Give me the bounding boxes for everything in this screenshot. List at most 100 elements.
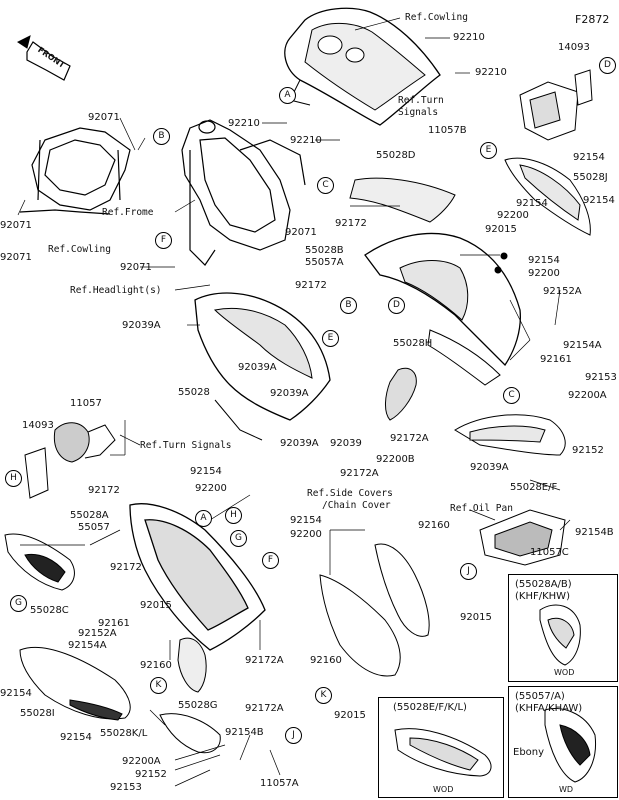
callout-letter: E	[322, 330, 339, 347]
variant-color: WD	[559, 785, 574, 794]
callout-letter: E	[480, 142, 497, 159]
callout-letter: G	[230, 530, 247, 547]
label-part: 55028B	[305, 245, 344, 256]
label-part: 92172	[295, 280, 327, 291]
oil-pan-ref	[479, 509, 566, 566]
label-part: 55057	[78, 522, 110, 533]
callout-letter: H	[5, 470, 22, 487]
variant-color: WOD	[554, 668, 575, 677]
callout-letter: J	[460, 563, 477, 580]
label-part: 92160	[310, 655, 342, 666]
label-part: 55028A	[70, 510, 109, 521]
label-part: 92154	[60, 732, 92, 743]
label-part: 92161	[540, 354, 572, 365]
label-part: 92154	[573, 152, 605, 163]
cowl-strip-55028d	[349, 177, 456, 223]
lower-side-cowl-55028a	[129, 503, 266, 651]
label-part: 92172	[110, 562, 142, 573]
label-part: 92154	[583, 195, 615, 206]
label-part: 92039A	[280, 438, 319, 449]
turn-signal-left	[24, 422, 116, 499]
callout-letter: F	[155, 232, 172, 249]
label-ref-turn-signals-left: Ref.Turn Signals	[140, 440, 232, 451]
label-part: 92152	[572, 445, 604, 456]
turn-signal-bracket-right	[519, 69, 593, 141]
variant-note: Ebony	[513, 747, 545, 758]
label-part: 14093	[22, 420, 54, 431]
label-part: 11057	[70, 398, 102, 409]
label-part: 92210	[290, 135, 322, 146]
label-part: 55028G	[178, 700, 218, 711]
label-part: 92200	[290, 529, 322, 540]
callout-letter: B	[153, 128, 170, 145]
callout-letter: K	[150, 677, 167, 694]
panel-55028kl	[159, 713, 221, 754]
label-part: 92071	[120, 262, 152, 273]
lower-panel-55028ef	[454, 414, 566, 456]
label-part: 92153	[585, 372, 617, 383]
variant-box-efkl: (55028E/F/K/L) WOD	[378, 697, 504, 798]
label-part: 92200A	[568, 390, 607, 401]
label-part: 92154B	[575, 527, 614, 538]
variant-box-kh: (55028A/B) (KHF/KHW) WOD	[508, 574, 618, 682]
label-ref-signals: Signals	[398, 107, 439, 118]
label-ref-oil-pan: Ref.Oil Pan	[450, 503, 513, 514]
label-part: 92154B	[225, 727, 264, 738]
label-part: 92015	[460, 612, 492, 623]
label-part: 92152A	[543, 286, 582, 297]
label-part: 55028E/F	[510, 482, 558, 493]
variant-box-fa: (55057/A) (KHFA/KHAW) Ebony WD	[508, 686, 618, 798]
label-part: 92172A	[340, 468, 379, 479]
label-part: 55028	[178, 387, 210, 398]
label-part: 11057A	[260, 778, 299, 789]
label-part: 92172	[88, 485, 120, 496]
label-part: 92172A	[390, 433, 429, 444]
callout-letter: D	[388, 297, 405, 314]
label-part: 55028C	[30, 605, 69, 616]
label-part: 92160	[140, 660, 172, 671]
label-part: 92015	[485, 224, 517, 235]
label-ref-turn: Ref.Turn	[398, 95, 444, 106]
label-part: 92154A	[68, 640, 107, 651]
variant-kh-drawing	[539, 604, 581, 666]
frame-part	[181, 119, 306, 266]
label-part: 92200	[195, 483, 227, 494]
variant-title: (55057/A)	[515, 691, 565, 702]
label-part: 14093	[558, 42, 590, 53]
label-part: 55028J	[573, 172, 608, 183]
variant-efkl-drawing	[394, 728, 492, 777]
label-ref-chain-cover: /Chain Cover	[322, 500, 391, 511]
cowl-panel-55028j	[504, 157, 591, 236]
variant-color: WOD	[433, 785, 454, 794]
callout-letter: A	[195, 510, 212, 527]
callout-letter: C	[503, 387, 520, 404]
callout-letter: K	[315, 687, 332, 704]
lower-cowling-55028c	[4, 533, 75, 591]
label-part: 92152	[135, 769, 167, 780]
callout-letter: H	[225, 507, 242, 524]
label-part: 92161	[98, 618, 130, 629]
upper-cowling-part	[284, 7, 441, 126]
label-part: 92039A	[470, 462, 509, 473]
label-ref-cowling-left: Ref.Cowling	[48, 244, 111, 255]
cowling-stay-left	[19, 127, 131, 215]
variant-title: (55028A/B)	[515, 579, 572, 590]
label-part: 92015	[140, 600, 172, 611]
label-part: 92039	[330, 438, 362, 449]
inner-panel-55028h	[385, 329, 501, 421]
label-part: 92172A	[245, 655, 284, 666]
middle-cowling-part	[194, 292, 331, 441]
label-part: 92154	[516, 198, 548, 209]
label-part: 11057B	[428, 125, 467, 136]
label-part: 55028I	[20, 708, 55, 719]
label-part: 55028K/L	[100, 728, 148, 739]
callout-letter: F	[262, 552, 279, 569]
belly-panel-55028i	[19, 646, 131, 721]
label-part: 92200	[497, 210, 529, 221]
label-part: 92154	[290, 515, 322, 526]
label-part: 92210	[475, 67, 507, 78]
label-part: 92071	[0, 220, 32, 231]
label-part: 55057A	[305, 257, 344, 268]
